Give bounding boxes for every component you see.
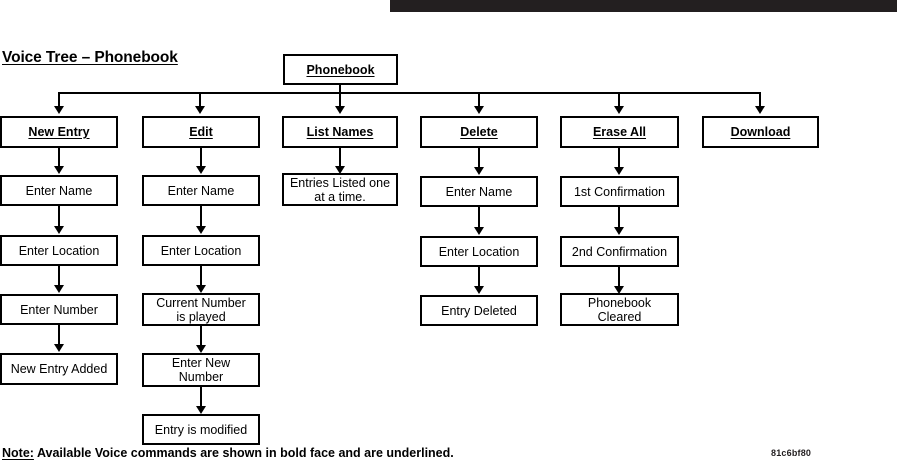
node-label: Entry Deleted bbox=[441, 303, 517, 318]
node-step-edit-current-number[interactable]: Current Number is played bbox=[142, 293, 260, 326]
arrow-head-delete bbox=[474, 106, 484, 114]
node-step-new-entry-enter-location[interactable]: Enter Location bbox=[0, 235, 118, 266]
node-label: Enter Location bbox=[438, 244, 520, 259]
node-label: Enter Number bbox=[20, 302, 98, 317]
connector-new-entry-3 bbox=[58, 266, 60, 286]
arrow-head-edit-2 bbox=[196, 226, 206, 234]
node-label: Phonebook Cleared bbox=[587, 295, 652, 324]
document-code: 81c6bf80 bbox=[771, 448, 812, 458]
node-step-erase-all-1st-confirmation[interactable]: 1st Confirmation bbox=[560, 176, 679, 207]
arrow-head-erase-all bbox=[614, 106, 624, 114]
connector-drop-edit bbox=[199, 92, 201, 108]
arrow-head-erase-all-1 bbox=[614, 167, 624, 175]
node-step-new-entry-enter-name[interactable]: Enter Name bbox=[0, 175, 118, 206]
arrow-head-delete-1 bbox=[474, 167, 484, 175]
node-label: Phonebook bbox=[306, 62, 375, 77]
node-label: Enter Name bbox=[445, 184, 513, 199]
node-step-new-entry-added[interactable]: New Entry Added bbox=[0, 353, 118, 385]
node-step-edit-enter-location[interactable]: Enter Location bbox=[142, 235, 260, 266]
connector-delete-3 bbox=[478, 267, 480, 287]
arrow-head-new-entry-1 bbox=[54, 166, 64, 174]
node-step-delete-entry-deleted[interactable]: Entry Deleted bbox=[420, 295, 538, 326]
connector-erase-all-3 bbox=[618, 267, 620, 287]
arrow-head-download bbox=[755, 106, 765, 114]
connector-edit-4 bbox=[200, 326, 202, 346]
connector-drop-download bbox=[759, 92, 761, 108]
node-step-new-entry-enter-number[interactable]: Enter Number bbox=[0, 294, 118, 325]
node-label: Delete bbox=[460, 125, 498, 139]
connector-delete-2 bbox=[478, 207, 480, 227]
arrow-head-delete-2 bbox=[474, 227, 484, 235]
arrow-head-erase-all-3 bbox=[614, 286, 624, 294]
node-label: Edit bbox=[189, 125, 213, 139]
connector-bus bbox=[59, 92, 761, 94]
node-command-erase-all[interactable]: Erase All bbox=[560, 116, 679, 148]
node-label: Enter Location bbox=[160, 243, 242, 258]
arrow-head-edit-3 bbox=[196, 285, 206, 293]
arrow-head-list-names bbox=[335, 106, 345, 114]
connector-edit-1 bbox=[200, 148, 202, 167]
node-command-download[interactable]: Download bbox=[702, 116, 819, 148]
node-step-edit-enter-name[interactable]: Enter Name bbox=[142, 175, 260, 206]
connector-drop-delete bbox=[478, 92, 480, 108]
node-label: Enter Name bbox=[25, 183, 93, 198]
arrow-head-erase-all-2 bbox=[614, 227, 624, 235]
connector-erase-all-2 bbox=[618, 207, 620, 227]
node-label: Enter Name bbox=[167, 183, 235, 198]
arrow-head-edit-4 bbox=[196, 345, 206, 353]
node-label: Erase All bbox=[592, 125, 647, 139]
footnote: Note: Available Voice commands are shown… bbox=[2, 446, 454, 460]
arrow-head-edit-5 bbox=[196, 406, 206, 414]
arrow-head-new-entry-3 bbox=[54, 285, 64, 293]
node-step-erase-all-2nd-confirmation[interactable]: 2nd Confirmation bbox=[560, 236, 679, 267]
arrow-head-delete-3 bbox=[474, 286, 484, 294]
node-step-delete-enter-name[interactable]: Enter Name bbox=[420, 176, 538, 207]
arrow-head-list-names-1 bbox=[335, 166, 345, 174]
node-label: Current Number is played bbox=[156, 295, 246, 324]
connector-edit-5 bbox=[200, 387, 202, 407]
node-step-delete-enter-location[interactable]: Enter Location bbox=[420, 236, 538, 267]
node-label: Entries Listed one at a time. bbox=[289, 175, 391, 204]
node-command-list-names[interactable]: List Names bbox=[282, 116, 398, 148]
node-root-phonebook[interactable]: Phonebook bbox=[283, 54, 398, 85]
footnote-note-label: Note: bbox=[2, 446, 34, 460]
node-step-edit-entry-modified[interactable]: Entry is modified bbox=[142, 414, 260, 445]
connector-edit-2 bbox=[200, 206, 202, 226]
header-black-bar bbox=[390, 0, 897, 12]
connector-new-entry-2 bbox=[58, 206, 60, 226]
node-label: Download bbox=[730, 125, 791, 139]
arrow-head-new-entry-2 bbox=[54, 226, 64, 234]
footnote-text: Available Voice commands are shown in bo… bbox=[33, 446, 454, 460]
connector-edit-3 bbox=[200, 266, 202, 286]
connector-delete-1 bbox=[478, 148, 480, 167]
node-label: 1st Confirmation bbox=[573, 184, 665, 199]
connector-new-entry-4 bbox=[58, 325, 60, 345]
arrow-head-edit-1 bbox=[196, 166, 206, 174]
connector-drop-list-names bbox=[339, 92, 341, 108]
node-command-delete[interactable]: Delete bbox=[420, 116, 538, 148]
node-label: Enter New Number bbox=[171, 356, 231, 384]
connector-erase-all-1 bbox=[618, 148, 620, 167]
node-label: New Entry Added bbox=[10, 362, 108, 376]
arrow-head-new-entry-4 bbox=[54, 344, 64, 352]
node-step-list-names-entries-listed[interactable]: Entries Listed one at a time. bbox=[282, 173, 398, 206]
connector-drop-new-entry bbox=[58, 92, 60, 108]
node-label: Enter Location bbox=[18, 243, 100, 258]
connector-new-entry-1 bbox=[58, 148, 60, 167]
connector-list-names-1 bbox=[339, 148, 341, 167]
node-command-edit[interactable]: Edit bbox=[142, 116, 260, 148]
node-label: List Names bbox=[306, 125, 374, 139]
node-label: 2nd Confirmation bbox=[571, 244, 668, 259]
arrow-head-edit bbox=[195, 106, 205, 114]
node-command-new-entry[interactable]: New Entry bbox=[0, 116, 118, 148]
arrow-head-new-entry bbox=[54, 106, 64, 114]
node-step-erase-all-phonebook-cleared[interactable]: Phonebook Cleared bbox=[560, 293, 679, 326]
connector-root-stem bbox=[339, 85, 341, 93]
node-step-edit-enter-new-number[interactable]: Enter New Number bbox=[142, 353, 260, 387]
node-label: New Entry bbox=[28, 125, 90, 139]
node-label: Entry is modified bbox=[154, 422, 248, 437]
connector-drop-erase-all bbox=[618, 92, 620, 108]
page-title: Voice Tree – Phonebook bbox=[2, 49, 178, 66]
